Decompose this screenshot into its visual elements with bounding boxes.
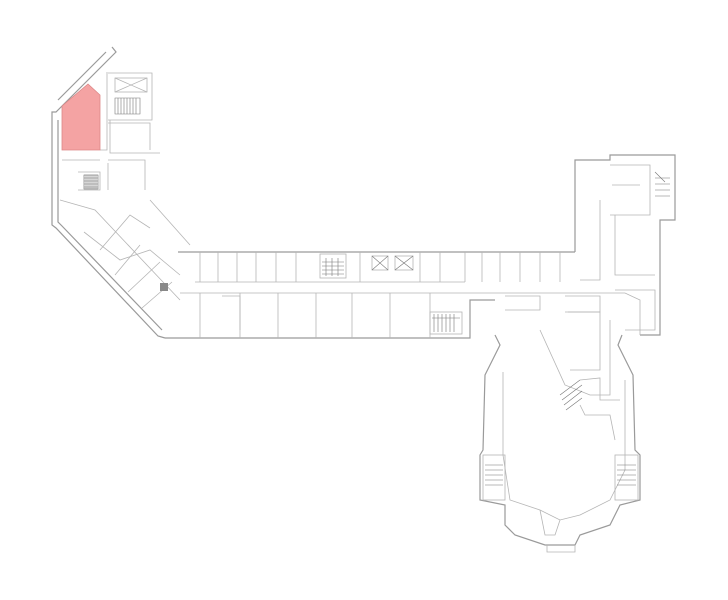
left-wing bbox=[51, 46, 191, 339]
central-corridor bbox=[165, 251, 575, 339]
auditorium bbox=[479, 311, 641, 553]
right-wing bbox=[470, 154, 676, 336]
highlighted-room[interactable] bbox=[61, 83, 101, 151]
